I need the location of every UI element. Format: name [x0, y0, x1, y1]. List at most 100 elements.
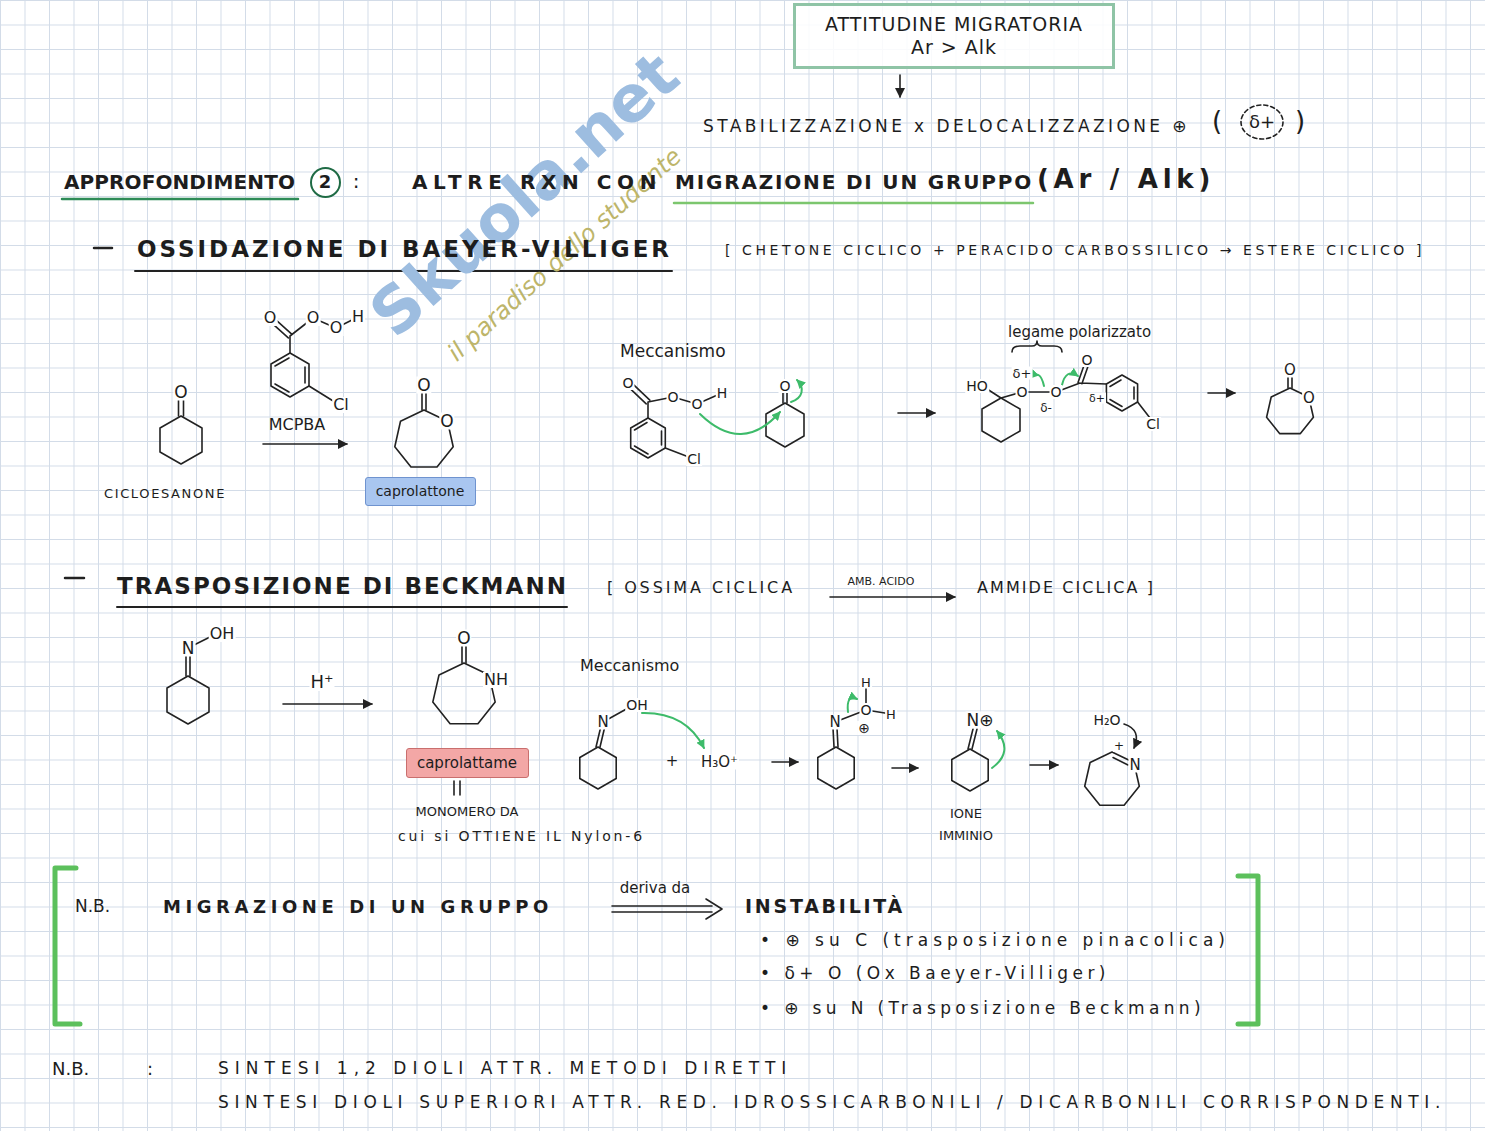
note-text: CICLOESANONE — [104, 487, 226, 502]
dashed-circle — [1241, 105, 1283, 139]
underline — [674, 202, 1033, 205]
ring — [766, 403, 804, 447]
atom-label: O — [306, 310, 321, 326]
atom-label: O — [1080, 353, 1093, 367]
atom-label: O — [690, 397, 703, 411]
note-text: AMB. ACIDO — [848, 576, 915, 589]
symbol: ( — [1212, 107, 1222, 137]
node-text: caprolattone — [376, 483, 465, 500]
product-name-box: caprolattone — [365, 477, 476, 506]
atom-label: HO — [965, 379, 989, 393]
electron-arrow — [1062, 373, 1078, 385]
ring — [271, 353, 309, 397]
double-arrow — [612, 899, 722, 919]
atom-label: H — [351, 309, 365, 325]
bond — [275, 358, 305, 392]
atom-label: H⁺ — [309, 673, 334, 691]
arrow — [263, 443, 347, 445]
atom-label: O — [173, 384, 188, 401]
atom-label: ⊕ — [857, 721, 871, 735]
underline — [117, 606, 567, 608]
atom-label: O — [1283, 363, 1297, 378]
brace — [1012, 341, 1062, 352]
note-text: N.B. — [52, 1059, 89, 1080]
bond — [462, 644, 466, 663]
bullet-dash — [65, 577, 84, 580]
electron-arrow — [700, 412, 780, 434]
symbol: δ+ — [1249, 112, 1275, 133]
atom-label: O — [1302, 391, 1316, 406]
arrow — [898, 412, 935, 414]
atom-label: N — [1128, 758, 1141, 773]
ring — [580, 747, 616, 789]
heading: MIGRAZIONE DI UN GRUPPO — [675, 171, 1033, 194]
electron-arrow — [1124, 724, 1136, 748]
node-text: 2 — [319, 171, 332, 193]
note-text: SINTESI DIOLI SUPERIORI ATTR. RED. IDROS… — [218, 1093, 1446, 1113]
heading: INSTABILITÀ — [745, 896, 905, 918]
atom-label: OH — [625, 698, 649, 712]
atom-label: O — [778, 379, 791, 393]
bracket — [1238, 876, 1258, 1024]
electron-arrow — [992, 731, 1004, 768]
note-text: • ⊕ su C (trasposizione pinacolica) — [760, 931, 1230, 951]
note-text: MONOMERO DA — [416, 805, 519, 820]
note-text: STABILIZZAZIONE x DELOCALIZZAZIONE ⊕ — [703, 117, 1190, 137]
atom-label: NH — [483, 672, 509, 688]
atom-label: N — [181, 640, 196, 657]
note-text: cui si OTTIENE IL Nylon-6 — [398, 828, 645, 844]
note-text: • δ+ O (Ox Baeyer-Villiger) — [760, 964, 1110, 984]
atom-label: N⊕ — [966, 712, 995, 729]
ring — [982, 398, 1020, 442]
section-number-circle: 2 — [310, 167, 341, 198]
atom-label: Cl — [686, 452, 702, 466]
bond — [1113, 758, 1128, 766]
ring — [167, 676, 209, 724]
bond — [596, 707, 630, 747]
arrow — [283, 703, 372, 705]
note-text: SINTESI 1,2 DIOLI ATTR. METODI DIRETTI — [218, 1059, 792, 1079]
arrow — [892, 767, 918, 769]
atom-label: H — [885, 708, 897, 721]
arrow — [1208, 392, 1235, 394]
bond — [833, 683, 891, 747]
note-text: Meccanismo — [620, 342, 726, 362]
atom-label: O — [456, 630, 471, 647]
bond — [268, 316, 358, 404]
note-text: IONE — [950, 807, 982, 822]
note-text: [ CHETONE CICLICO + PERACIDO CARBOSSILIC… — [725, 242, 1425, 258]
atom-label: δ+ — [1012, 367, 1033, 380]
atom-label: δ+ — [1088, 393, 1106, 404]
bond — [1110, 380, 1150, 418]
bond — [635, 423, 662, 455]
heading: APPROFONDIMENTO — [64, 171, 295, 194]
product-name-box: caprolattame — [406, 748, 529, 778]
note-text: [ OSSIMA CICLICA — [607, 579, 795, 597]
highlight-box: ATTITUDINE MIGRATORIAAr > Alk — [793, 3, 1115, 69]
atom-label: N — [596, 715, 609, 730]
ring — [952, 749, 988, 791]
atom-label: O — [263, 310, 278, 326]
note-text: Meccanismo — [580, 657, 679, 675]
electron-arrow — [791, 380, 802, 402]
symbol: : — [147, 1059, 153, 1080]
atom-label: H — [716, 386, 729, 400]
electron-arrow — [642, 713, 704, 748]
atom-label: H₂O — [1092, 713, 1121, 727]
bullet-dash — [94, 247, 112, 250]
note-text: • ⊕ su N (Trasposizione Beckmann) — [760, 999, 1205, 1019]
symbol: : — [353, 170, 360, 193]
heading: MIGRAZIONE DI UN GRUPPO — [163, 897, 553, 918]
heading: (Ar / Alk) — [1037, 165, 1215, 195]
note-text: AMMIDE CICLICA ] — [977, 579, 1155, 597]
atom-label: O — [666, 390, 679, 404]
atom-label: H — [860, 676, 872, 689]
arrow — [830, 596, 955, 598]
equal-sign — [454, 781, 460, 795]
node-text: ATTITUDINE MIGRATORIA — [825, 13, 1083, 36]
ring — [631, 418, 666, 458]
electron-arrow — [848, 698, 857, 712]
atom-label: H₃O⁺ — [700, 755, 739, 770]
heading: ALTRE RXN CON — [412, 171, 662, 194]
heading: TRASPOSIZIONE DI BECKMANN — [117, 573, 568, 599]
